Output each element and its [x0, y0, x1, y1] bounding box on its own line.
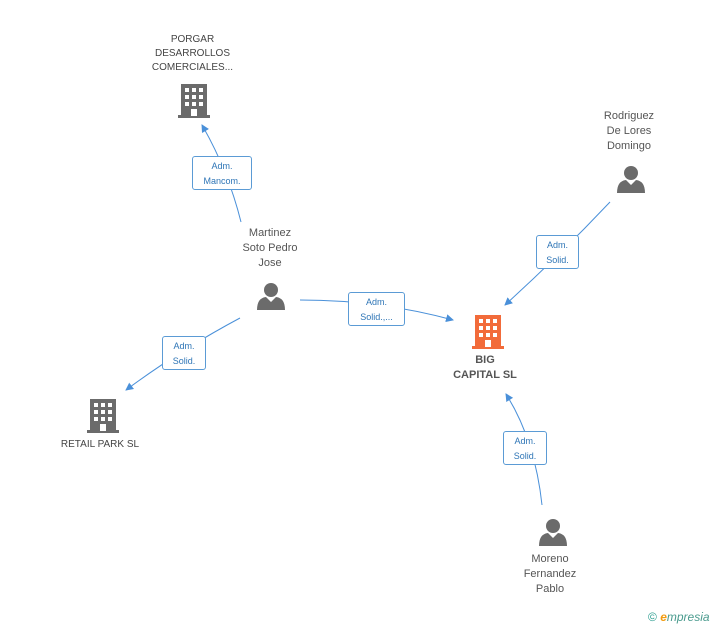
edge-label-martinez-big-capital[interactable]: Adm. Solid.,...: [348, 292, 405, 326]
edge-label-line1: Adm.: [546, 240, 568, 250]
big-capital-label-line2: CAPITAL SL: [453, 369, 517, 381]
edge-label-line1: Adm.: [514, 436, 536, 446]
edge-label-martinez-porgar[interactable]: Adm. Mancom.: [192, 156, 252, 190]
edge-label-line2: Solid.,...: [360, 312, 393, 322]
node-retail-park-label[interactable]: RETAIL PARK SL: [40, 438, 160, 452]
martinez-label-line1: Martinez: [248, 227, 292, 239]
node-porgar-label[interactable]: PORGAR DESARROLLOS COMERCIALES...: [130, 33, 255, 75]
person-icon[interactable]: [617, 165, 645, 193]
building-icon[interactable]: [178, 84, 210, 118]
edge-label-martinez-retail-park[interactable]: Adm. Solid.: [162, 336, 206, 370]
retail-park-label-line1: RETAIL PARK SL: [60, 439, 140, 450]
edge-label-line2: Solid.: [172, 356, 196, 366]
rodriguez-label-line2: De Lores: [606, 125, 652, 137]
edge-label-line1: Adm.: [365, 297, 387, 307]
moreno-label-line2: Fernandez: [523, 568, 577, 580]
moreno-label-line3: Pablo: [535, 583, 565, 595]
moreno-label-line1: Moreno: [531, 553, 569, 565]
rodriguez-label-line3: Domingo: [606, 140, 652, 152]
brand-initial: e: [660, 610, 667, 624]
edge-label-rodriguez-big-capital[interactable]: Adm. Solid.: [536, 235, 579, 269]
building-icon[interactable]: [472, 315, 504, 349]
node-big-capital-label[interactable]: BIG CAPITAL SL: [435, 353, 535, 383]
edge-label-line2: Solid.: [546, 255, 569, 265]
edge-label-line1: Adm.: [211, 161, 233, 171]
porgar-label-line1: PORGAR: [170, 34, 215, 45]
edge-label-line2: Mancom.: [203, 176, 241, 186]
building-icon[interactable]: [87, 399, 119, 433]
node-martinez-label[interactable]: Martinez Soto Pedro Jose: [220, 226, 320, 271]
edge-label-line1: Adm.: [173, 341, 195, 351]
edge-label-moreno-big-capital[interactable]: Adm. Solid.: [503, 431, 547, 465]
person-icon[interactable]: [539, 518, 567, 546]
edge-label-line2: Solid.: [513, 451, 537, 461]
empresia-watermark: © empresia: [648, 610, 710, 624]
porgar-label-line3: COMERCIALES...: [151, 62, 234, 73]
node-moreno-label[interactable]: Moreno Fernandez Pablo: [500, 552, 600, 597]
big-capital-label-line1: BIG: [475, 354, 495, 366]
person-icon[interactable]: [257, 282, 285, 310]
brand-name: mpresia: [666, 610, 710, 624]
martinez-label-line2: Soto Pedro: [242, 242, 298, 254]
rodriguez-label-line1: Rodriguez: [603, 110, 655, 122]
copyright-symbol: ©: [648, 610, 657, 624]
porgar-label-line2: DESARROLLOS: [154, 48, 231, 59]
node-rodriguez-label[interactable]: Rodriguez De Lores Domingo: [579, 109, 679, 154]
martinez-label-line3: Jose: [258, 257, 282, 269]
